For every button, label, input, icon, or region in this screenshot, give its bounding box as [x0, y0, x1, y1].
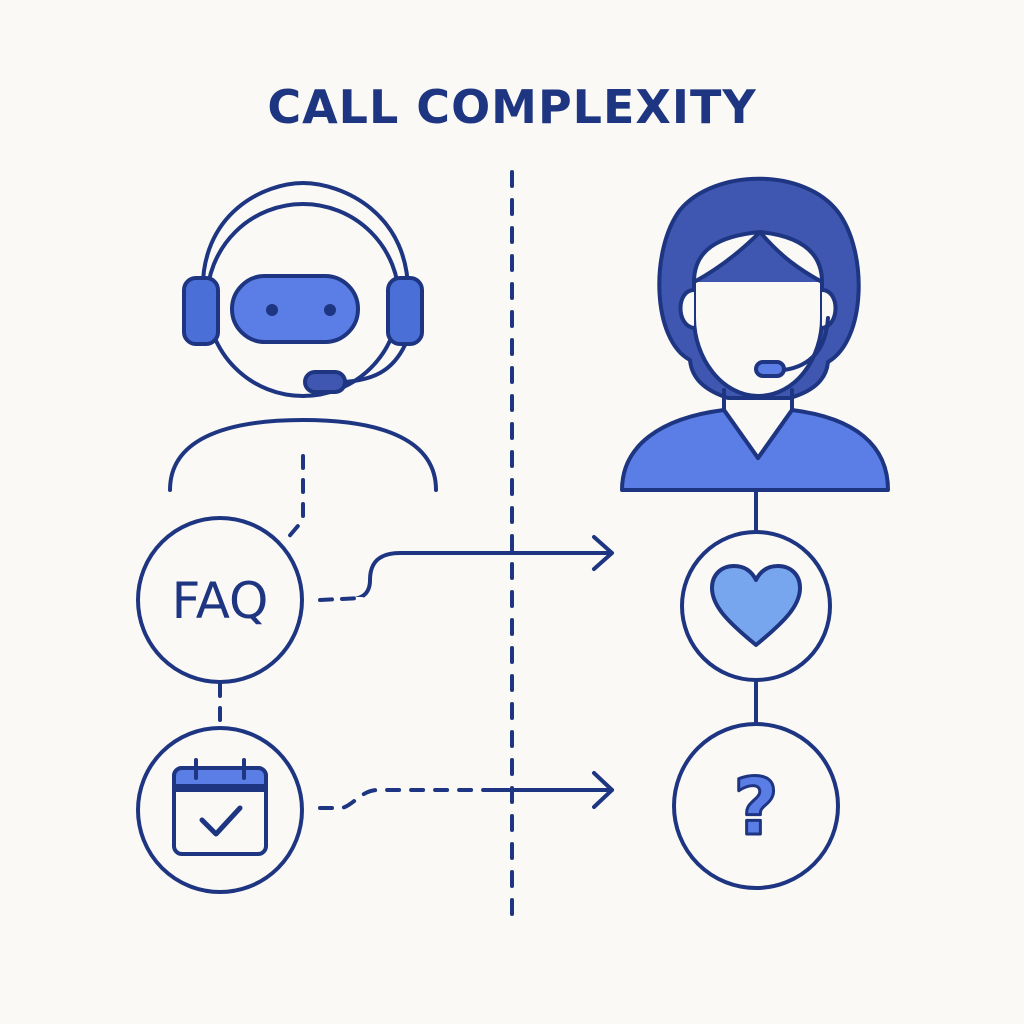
calendar-circle	[136, 726, 304, 894]
robot-agent-icon	[168, 181, 438, 492]
question-mark-icon: ?	[733, 763, 778, 853]
robot-to-faq-connector	[284, 454, 305, 542]
faq-to-heart-arrow	[317, 535, 614, 603]
faq-node: FAQ	[136, 516, 304, 684]
diagram-title: CALL COMPLEXITY	[267, 80, 757, 134]
heart-node	[680, 530, 832, 682]
calendar-to-question-arrow	[318, 771, 614, 810]
heart-circle	[680, 530, 832, 682]
faq-circle	[136, 516, 304, 684]
human-agent-icon	[620, 176, 890, 492]
calendar-check-icon	[172, 758, 268, 856]
heart-icon	[710, 564, 802, 647]
question-node: ?	[672, 722, 840, 890]
question-circle	[672, 722, 840, 890]
calendar-node	[136, 726, 304, 894]
faq-label: FAQ	[172, 572, 269, 630]
